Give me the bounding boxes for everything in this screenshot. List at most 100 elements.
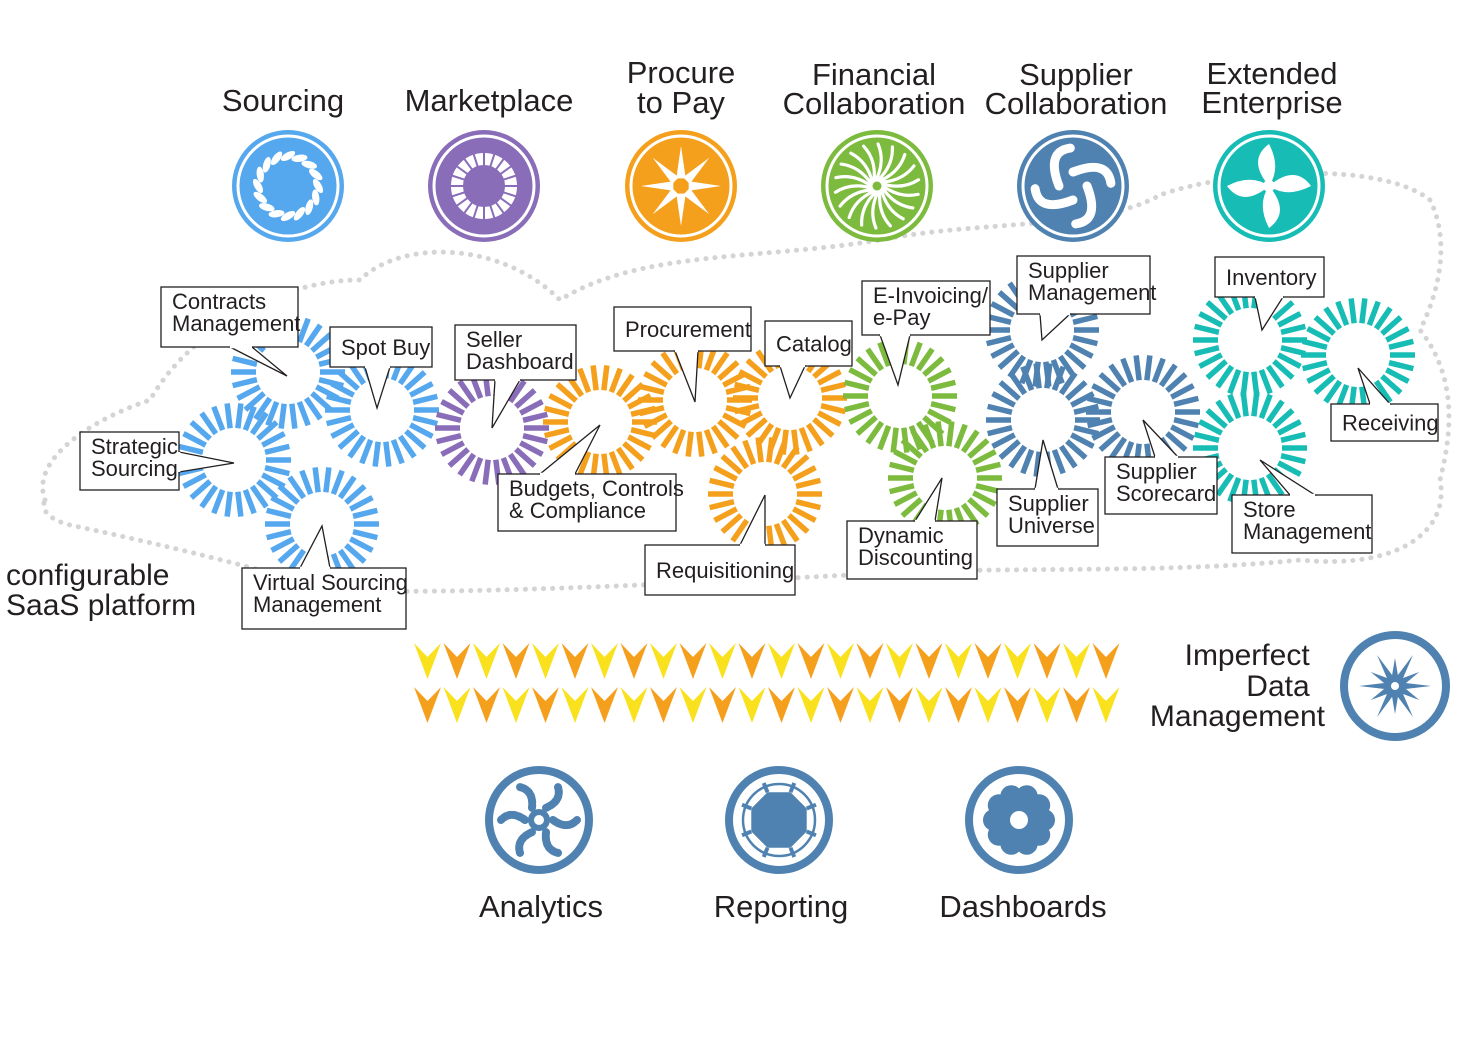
- chevron: [561, 687, 589, 723]
- callout-receiving: Receiving: [1330, 367, 1439, 442]
- chevron: [1033, 687, 1061, 723]
- chevron: [1092, 643, 1120, 679]
- component-rings: [177, 273, 1415, 581]
- chevron: [738, 687, 766, 723]
- chevron: [620, 687, 648, 723]
- chevron: [650, 687, 677, 723]
- snowflake-star-icon: [1340, 631, 1450, 741]
- callout-label: Procurement: [625, 317, 751, 342]
- callout-label: Budgets, Controls& Compliance: [509, 476, 684, 523]
- chevron: [679, 643, 707, 679]
- flower-icon: [965, 766, 1073, 874]
- chevron: [502, 687, 530, 723]
- callout-label: Requisitioning: [656, 558, 794, 583]
- chevron: [945, 687, 972, 723]
- chevron: [974, 687, 1002, 723]
- callout-requisitioning: Requisitioning: [644, 494, 796, 596]
- chevron: [974, 643, 1002, 679]
- module-label: Sourcing: [222, 83, 344, 118]
- chevron: [414, 687, 441, 723]
- swirl-icon: [821, 130, 933, 242]
- chevron: [915, 687, 943, 723]
- callout-procurement: Procurement: [613, 306, 752, 403]
- chevron: [473, 643, 500, 679]
- data-flow-chevrons: [414, 643, 1120, 723]
- tools-row: Analytics Reporting Dashboards: [479, 766, 1107, 924]
- tool-reporting[interactable]: Reporting: [714, 766, 848, 924]
- chevron: [1063, 687, 1090, 723]
- propeller-icon: [1213, 130, 1325, 242]
- callout-label: Catalog: [776, 332, 852, 357]
- component-ring-inventory: [1193, 283, 1307, 397]
- callout-label: Inventory: [1226, 265, 1317, 290]
- tool-dashboards[interactable]: Dashboards: [939, 766, 1107, 924]
- pinwheel-star-icon: [625, 130, 737, 242]
- callout-spot-buy: Spot Buy: [329, 326, 433, 411]
- tool-label: Analytics: [479, 889, 603, 924]
- platform-label: configurable SaaS platform: [6, 559, 196, 622]
- chevron: [1004, 687, 1031, 723]
- chevron: [945, 643, 972, 679]
- hook-swirl-icon: [1017, 130, 1129, 242]
- callout-budgets-controls-compliance: Budgets, Controls& Compliance: [497, 424, 684, 532]
- chevron: [709, 687, 736, 723]
- leaf-ring-icon: [232, 130, 344, 242]
- component-ring-seller-dashboard: [435, 371, 549, 485]
- chevron: [532, 643, 559, 679]
- chevron: [768, 687, 795, 723]
- chevron: [532, 687, 559, 723]
- module-marketplace[interactable]: Marketplace: [405, 83, 574, 242]
- component-ring-supplier-scorecard: [1086, 355, 1200, 469]
- data-management-group: Imperfect Data Management: [1150, 631, 1450, 741]
- component-ring-strategic-sourcing: [177, 403, 291, 517]
- platform-cloud-outline: [40, 170, 1452, 594]
- chevron: [886, 687, 913, 723]
- callout-catalog: Catalog: [764, 320, 853, 400]
- callout-inventory: Inventory: [1214, 256, 1325, 332]
- chevron: [1004, 643, 1031, 679]
- chevron: [856, 687, 884, 723]
- octagon-gear-icon: [725, 766, 833, 874]
- tool-label: Dashboards: [939, 889, 1106, 924]
- callout-e-invoicing: E-Invoicing/e-Pay: [861, 280, 991, 388]
- chevron: [827, 687, 854, 723]
- callout-label: E-Invoicing/e-Pay: [873, 283, 989, 330]
- chevron: [473, 687, 500, 723]
- module-sourcing[interactable]: Sourcing: [222, 83, 344, 242]
- chevron: [443, 643, 471, 679]
- callout-label: Receiving: [1342, 411, 1439, 436]
- gear-spokes-icon: [485, 766, 593, 874]
- chevron: [709, 643, 736, 679]
- chevron: [797, 687, 825, 723]
- callout-label: Spot Buy: [341, 335, 430, 360]
- chevron: [768, 643, 795, 679]
- chevron: [414, 643, 441, 679]
- component-ring-receiving: [1301, 298, 1415, 412]
- chevron: [443, 687, 471, 723]
- chevron: [591, 687, 618, 723]
- tool-analytics[interactable]: Analytics: [479, 766, 603, 924]
- tool-label: Reporting: [714, 889, 848, 924]
- data-management-label: Imperfect Data Management: [1150, 639, 1326, 733]
